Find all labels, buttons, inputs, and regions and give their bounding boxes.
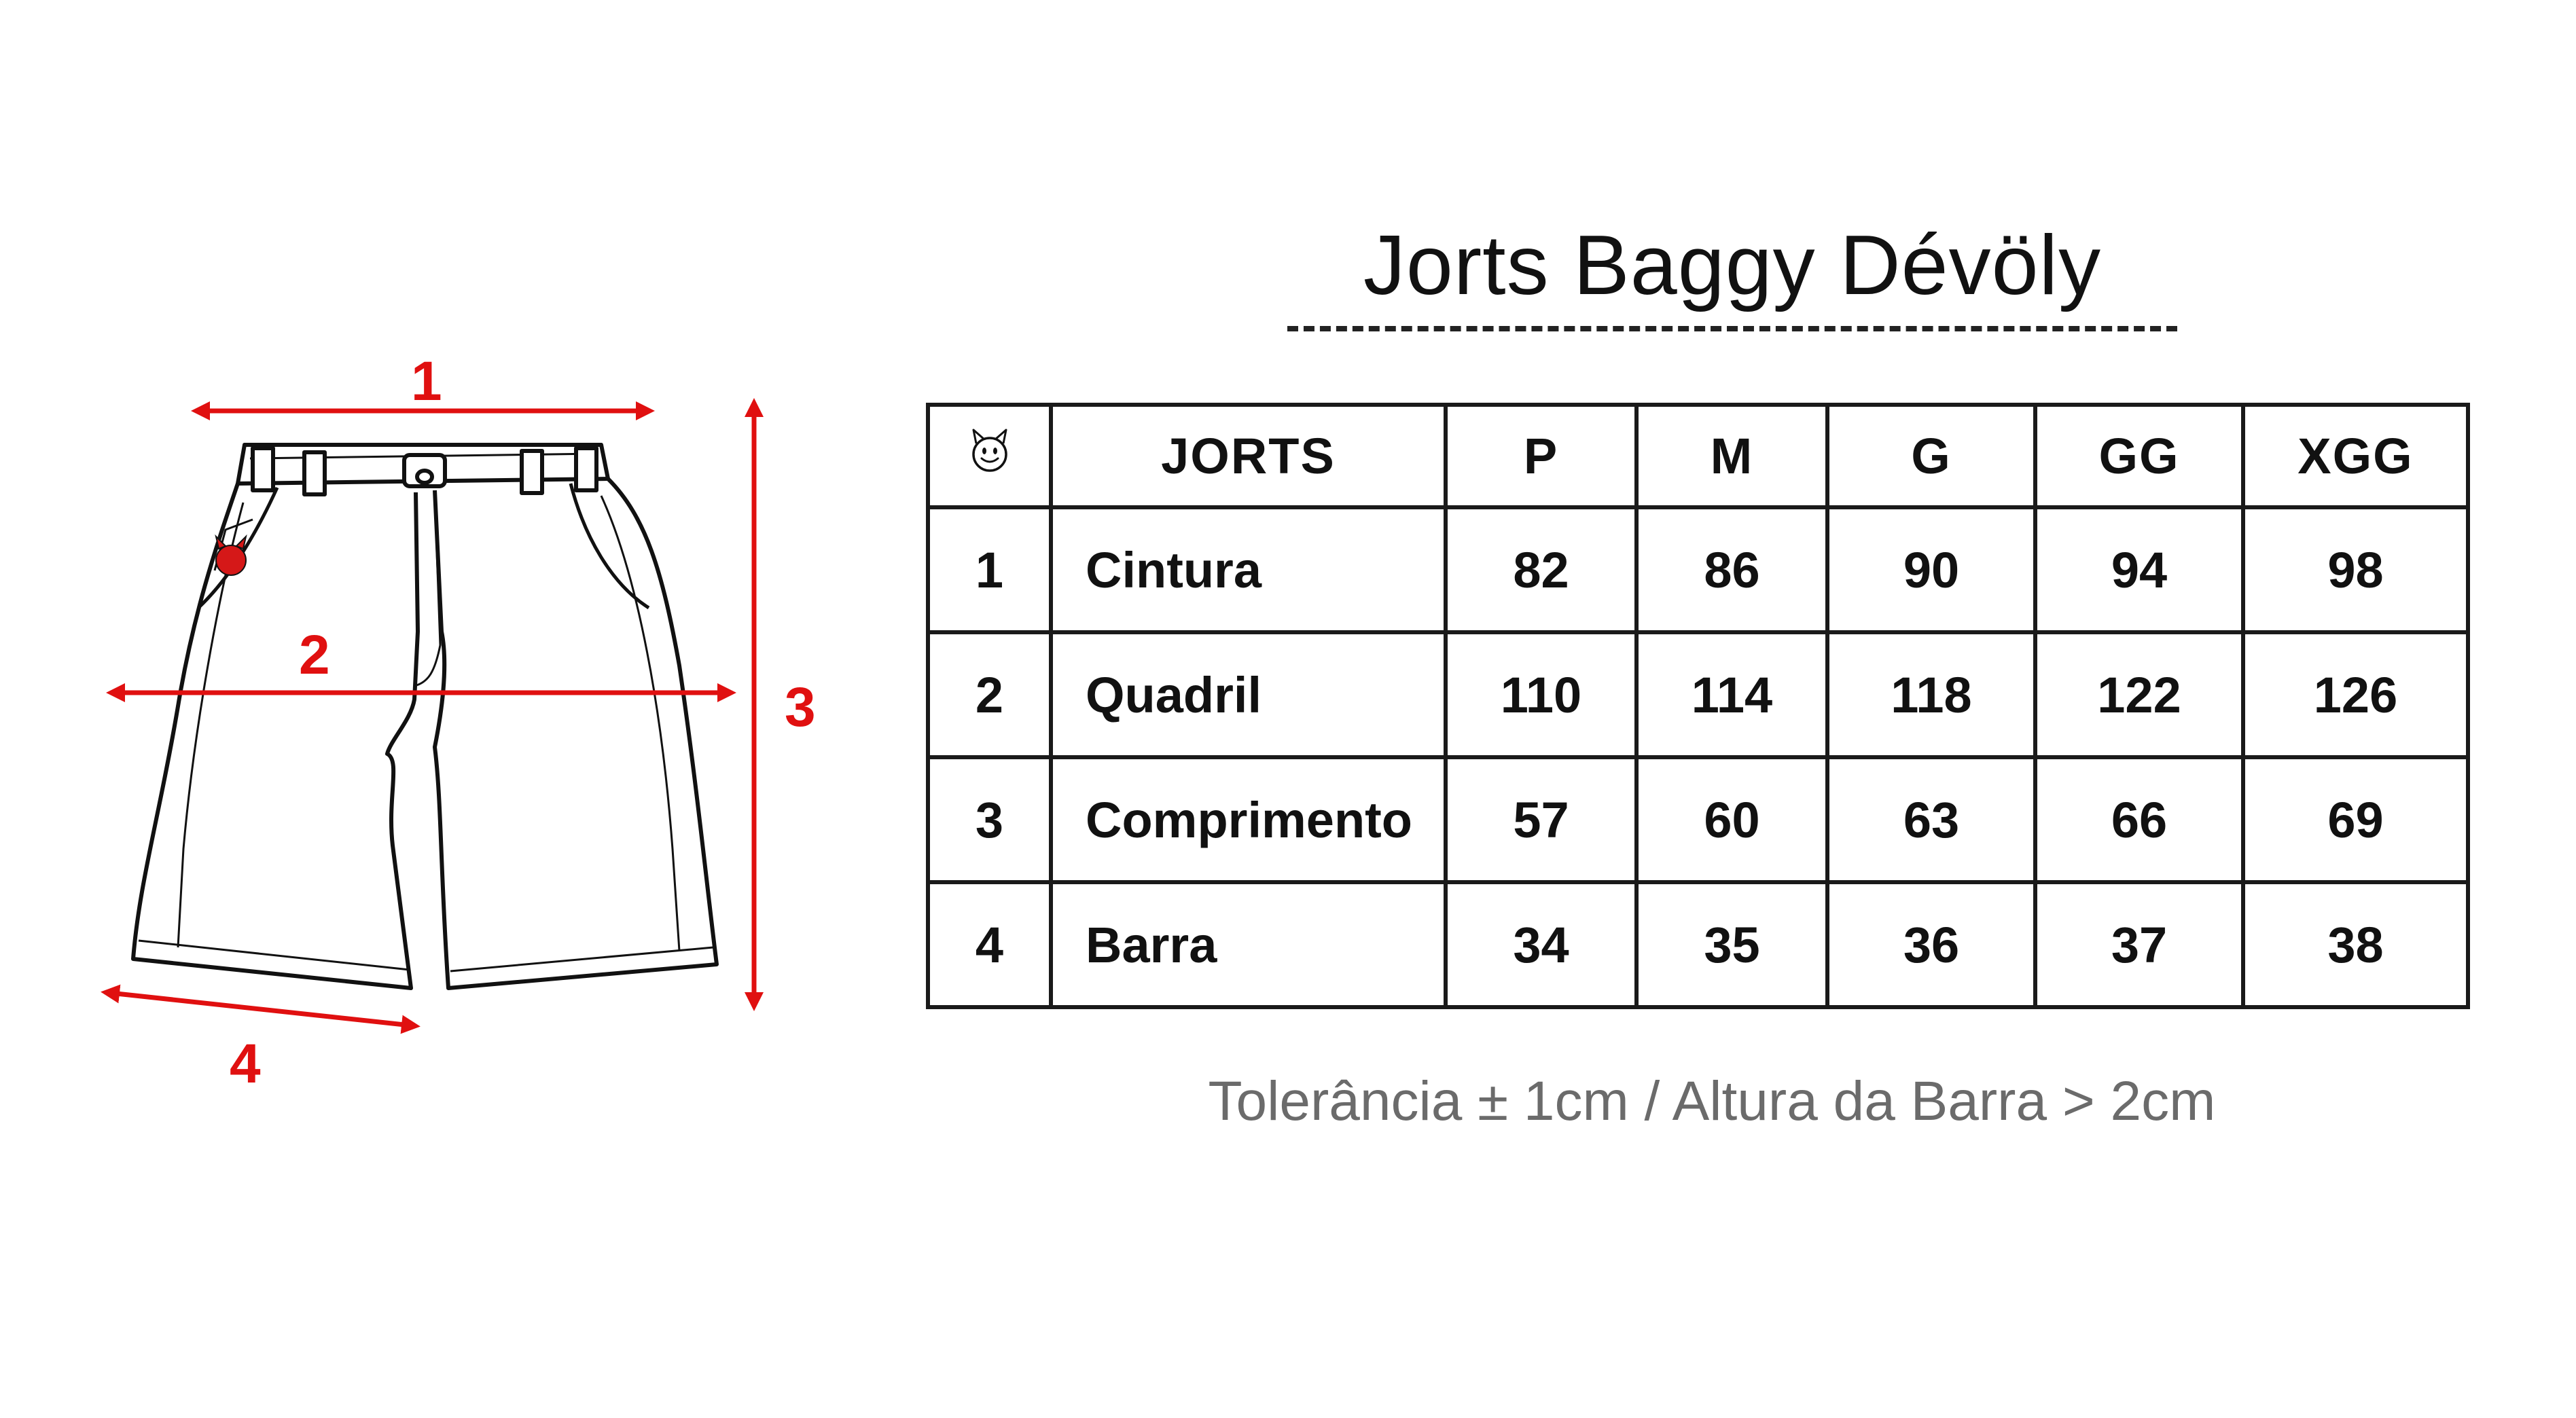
value-cell: 60 [1634, 755, 1829, 884]
value-cell: 36 [1825, 880, 2037, 1009]
shorts-outline [131, 443, 719, 990]
shorts-diagram [101, 398, 764, 1034]
row-index: 2 [926, 630, 1053, 759]
tolerance-note: Tolerância ± 1cm / Altura da Barra > 2cm [1208, 1070, 2216, 1132]
header-size-p: P [1444, 403, 1639, 509]
value-cell: 37 [2033, 880, 2245, 1009]
devil-smiley-icon [971, 429, 1007, 472]
measure-name: Cintura [1049, 505, 1448, 634]
value-cell: 57 [1444, 755, 1639, 884]
value-cell: 94 [2033, 505, 2245, 634]
table-header-row: JORTS P M G GG XGG [926, 403, 2470, 509]
value-cell: 122 [2033, 630, 2245, 759]
table-row: 1 Cintura 82 86 90 94 98 [926, 505, 2470, 634]
value-cell: 35 [1634, 880, 1829, 1009]
table-row: 2 Quadril 110 114 118 122 126 [926, 630, 2470, 759]
value-cell: 114 [1634, 630, 1829, 759]
header-icon-cell [926, 403, 1053, 509]
value-cell: 118 [1825, 630, 2037, 759]
value-cell: 66 [2033, 755, 2245, 884]
value-cell: 63 [1825, 755, 2037, 884]
title-underline [1287, 326, 2177, 331]
value-cell: 86 [1634, 505, 1829, 634]
measurement-arrows [101, 398, 764, 1034]
table-row: 3 Comprimento 57 60 63 66 69 [926, 755, 2470, 884]
value-cell: 69 [2241, 755, 2470, 884]
value-cell: 82 [1444, 505, 1639, 634]
dimension-label-1: 1 [411, 350, 442, 412]
table-row: 4 Barra 34 35 36 37 38 [926, 880, 2470, 1009]
header-size-xgg: XGG [2241, 403, 2470, 509]
header-size-m: M [1634, 403, 1829, 509]
measure-name: Comprimento [1049, 755, 1448, 884]
measure-name: Quadril [1049, 630, 1448, 759]
value-cell: 110 [1444, 630, 1639, 759]
value-cell: 38 [2241, 880, 2470, 1009]
dimension-label-2: 2 [299, 624, 330, 686]
devil-patch-icon [215, 534, 247, 576]
row-index: 3 [926, 755, 1053, 884]
header-size-gg: GG [2033, 403, 2245, 509]
header-size-g: G [1825, 403, 2037, 509]
measure-name: Barra [1049, 880, 1448, 1009]
value-cell: 126 [2241, 630, 2470, 759]
row-index: 1 [926, 505, 1053, 634]
header-jorts: JORTS [1049, 403, 1448, 509]
dimension-label-4: 4 [230, 1033, 261, 1095]
dimension-label-3: 3 [785, 676, 816, 738]
value-cell: 98 [2241, 505, 2470, 634]
value-cell: 34 [1444, 880, 1639, 1009]
page-title: Jorts Baggy Dévöly [1363, 219, 2102, 312]
value-cell: 90 [1825, 505, 2037, 634]
arrow-4 [101, 984, 421, 1034]
size-table: JORTS P M G GG XGG 1 Cintura 82 86 90 94… [926, 403, 2470, 1009]
row-index: 4 [926, 880, 1053, 1009]
